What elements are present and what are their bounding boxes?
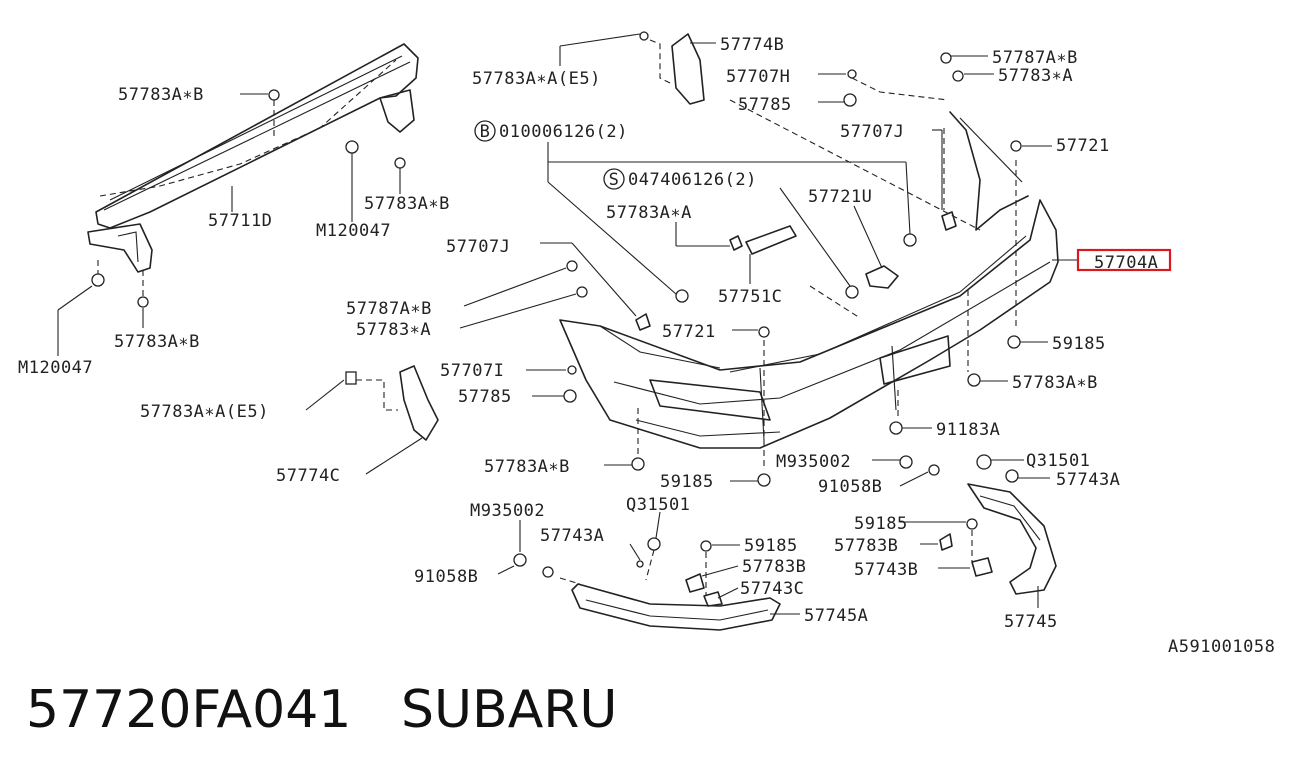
label-57783AB-bot: 57783A∗B (484, 457, 570, 477)
label-B010006126: 010006126(2) (499, 122, 628, 142)
badge-b-letter: B (480, 122, 491, 142)
badge-b: B (474, 120, 496, 142)
label-59185-lowright: 59185 (854, 514, 908, 534)
leader-lines (305, 33, 1078, 615)
label-57783B-low: 57783B (742, 557, 806, 577)
footer-title: 57720FA041 SUBARU (26, 680, 618, 740)
label-91183A: 91183A (936, 420, 1000, 440)
label-M120047-a: M120047 (316, 221, 391, 241)
corner-piece-left (513, 537, 781, 631)
label-57783AA-E5-mid: 57783A∗A(E5) (140, 402, 269, 422)
label-57743A-right: 57743A (1056, 470, 1120, 490)
side-bracket-lower (345, 365, 439, 441)
label-57774B: 57774B (720, 35, 784, 55)
label-59185-mid: 59185 (660, 472, 714, 492)
label-57783AB-b: 57783A∗B (364, 194, 450, 214)
label-57721-right: 57721 (1056, 136, 1110, 156)
label-57743B: 57743B (854, 560, 918, 580)
label-57743C: 57743C (740, 579, 804, 599)
label-Q31501-left: Q31501 (626, 495, 690, 515)
label-57743A-left: 57743A (540, 526, 604, 546)
label-M120047-b: M120047 (18, 358, 93, 378)
label-M935002-left: M935002 (470, 501, 545, 521)
label-57707H: 57707H (726, 67, 790, 87)
label-57707I: 57707I (440, 361, 504, 381)
label-57704A: 57704A (1094, 253, 1158, 273)
highlight-box (1076, 248, 1172, 272)
label-57745A: 57745A (804, 606, 868, 626)
label-91058B-mid: 91058B (818, 477, 882, 497)
label-57787AB-mid: 57787A∗B (346, 299, 432, 319)
label-M935002-mid: M935002 (776, 452, 851, 472)
reinforcement-beam (87, 43, 419, 273)
label-57721U: 57721U (808, 187, 872, 207)
label-57787AB-top: 57787A∗B (992, 48, 1078, 68)
label-57783AA-mid: 57783A∗A (606, 203, 692, 223)
label-59185-low: 59185 (744, 536, 798, 556)
bumper-fasteners (563, 52, 1022, 487)
label-57783A-top: 57783∗A (998, 66, 1073, 86)
label-57783AA-E5-top: 57783A∗A(E5) (472, 69, 601, 89)
label-57783A-mid: 57783∗A (356, 320, 431, 340)
label-91058B-left: 91058B (414, 567, 478, 587)
label-57783AB-right: 57783A∗B (1012, 373, 1098, 393)
beam-fasteners (91, 89, 406, 308)
label-57711D: 57711D (208, 211, 272, 231)
label-57783AB-top: 57783A∗B (118, 85, 204, 105)
retainer-parts (566, 211, 957, 331)
badge-s: S (603, 168, 625, 190)
label-57783B-right: 57783B (834, 536, 898, 556)
label-59185-right: 59185 (1052, 334, 1106, 354)
callout-labels: 57783A∗B 57711D M120047 57783A∗B M120047… (18, 35, 1275, 657)
label-57745: 57745 (1004, 612, 1058, 632)
label-57785-mid: 57785 (458, 387, 512, 407)
label-57751C: 57751C (718, 287, 782, 307)
label-57785-top: 57785 (738, 95, 792, 115)
label-Q31501-right: Q31501 (1026, 451, 1090, 471)
diagram-code: A591001058 (1168, 637, 1275, 657)
brand-name: SUBARU (400, 680, 618, 740)
beam-leaders (57, 93, 268, 356)
label-57774C: 57774C (276, 466, 340, 486)
corner-piece-right (899, 454, 1057, 595)
bumper-dashed-guides (637, 77, 1017, 470)
part-number: 57720FA041 (26, 680, 352, 740)
label-57721-mid: 57721 (662, 322, 716, 342)
label-57707J-right: 57707J (840, 122, 904, 142)
side-bracket-upper (639, 31, 705, 105)
bumper-cover (559, 99, 1059, 449)
badge-s-letter: S (609, 170, 620, 190)
label-S047406126: 047406126(2) (628, 170, 757, 190)
label-57707J-left: 57707J (446, 237, 510, 257)
label-57783AB-c: 57783A∗B (114, 332, 200, 352)
